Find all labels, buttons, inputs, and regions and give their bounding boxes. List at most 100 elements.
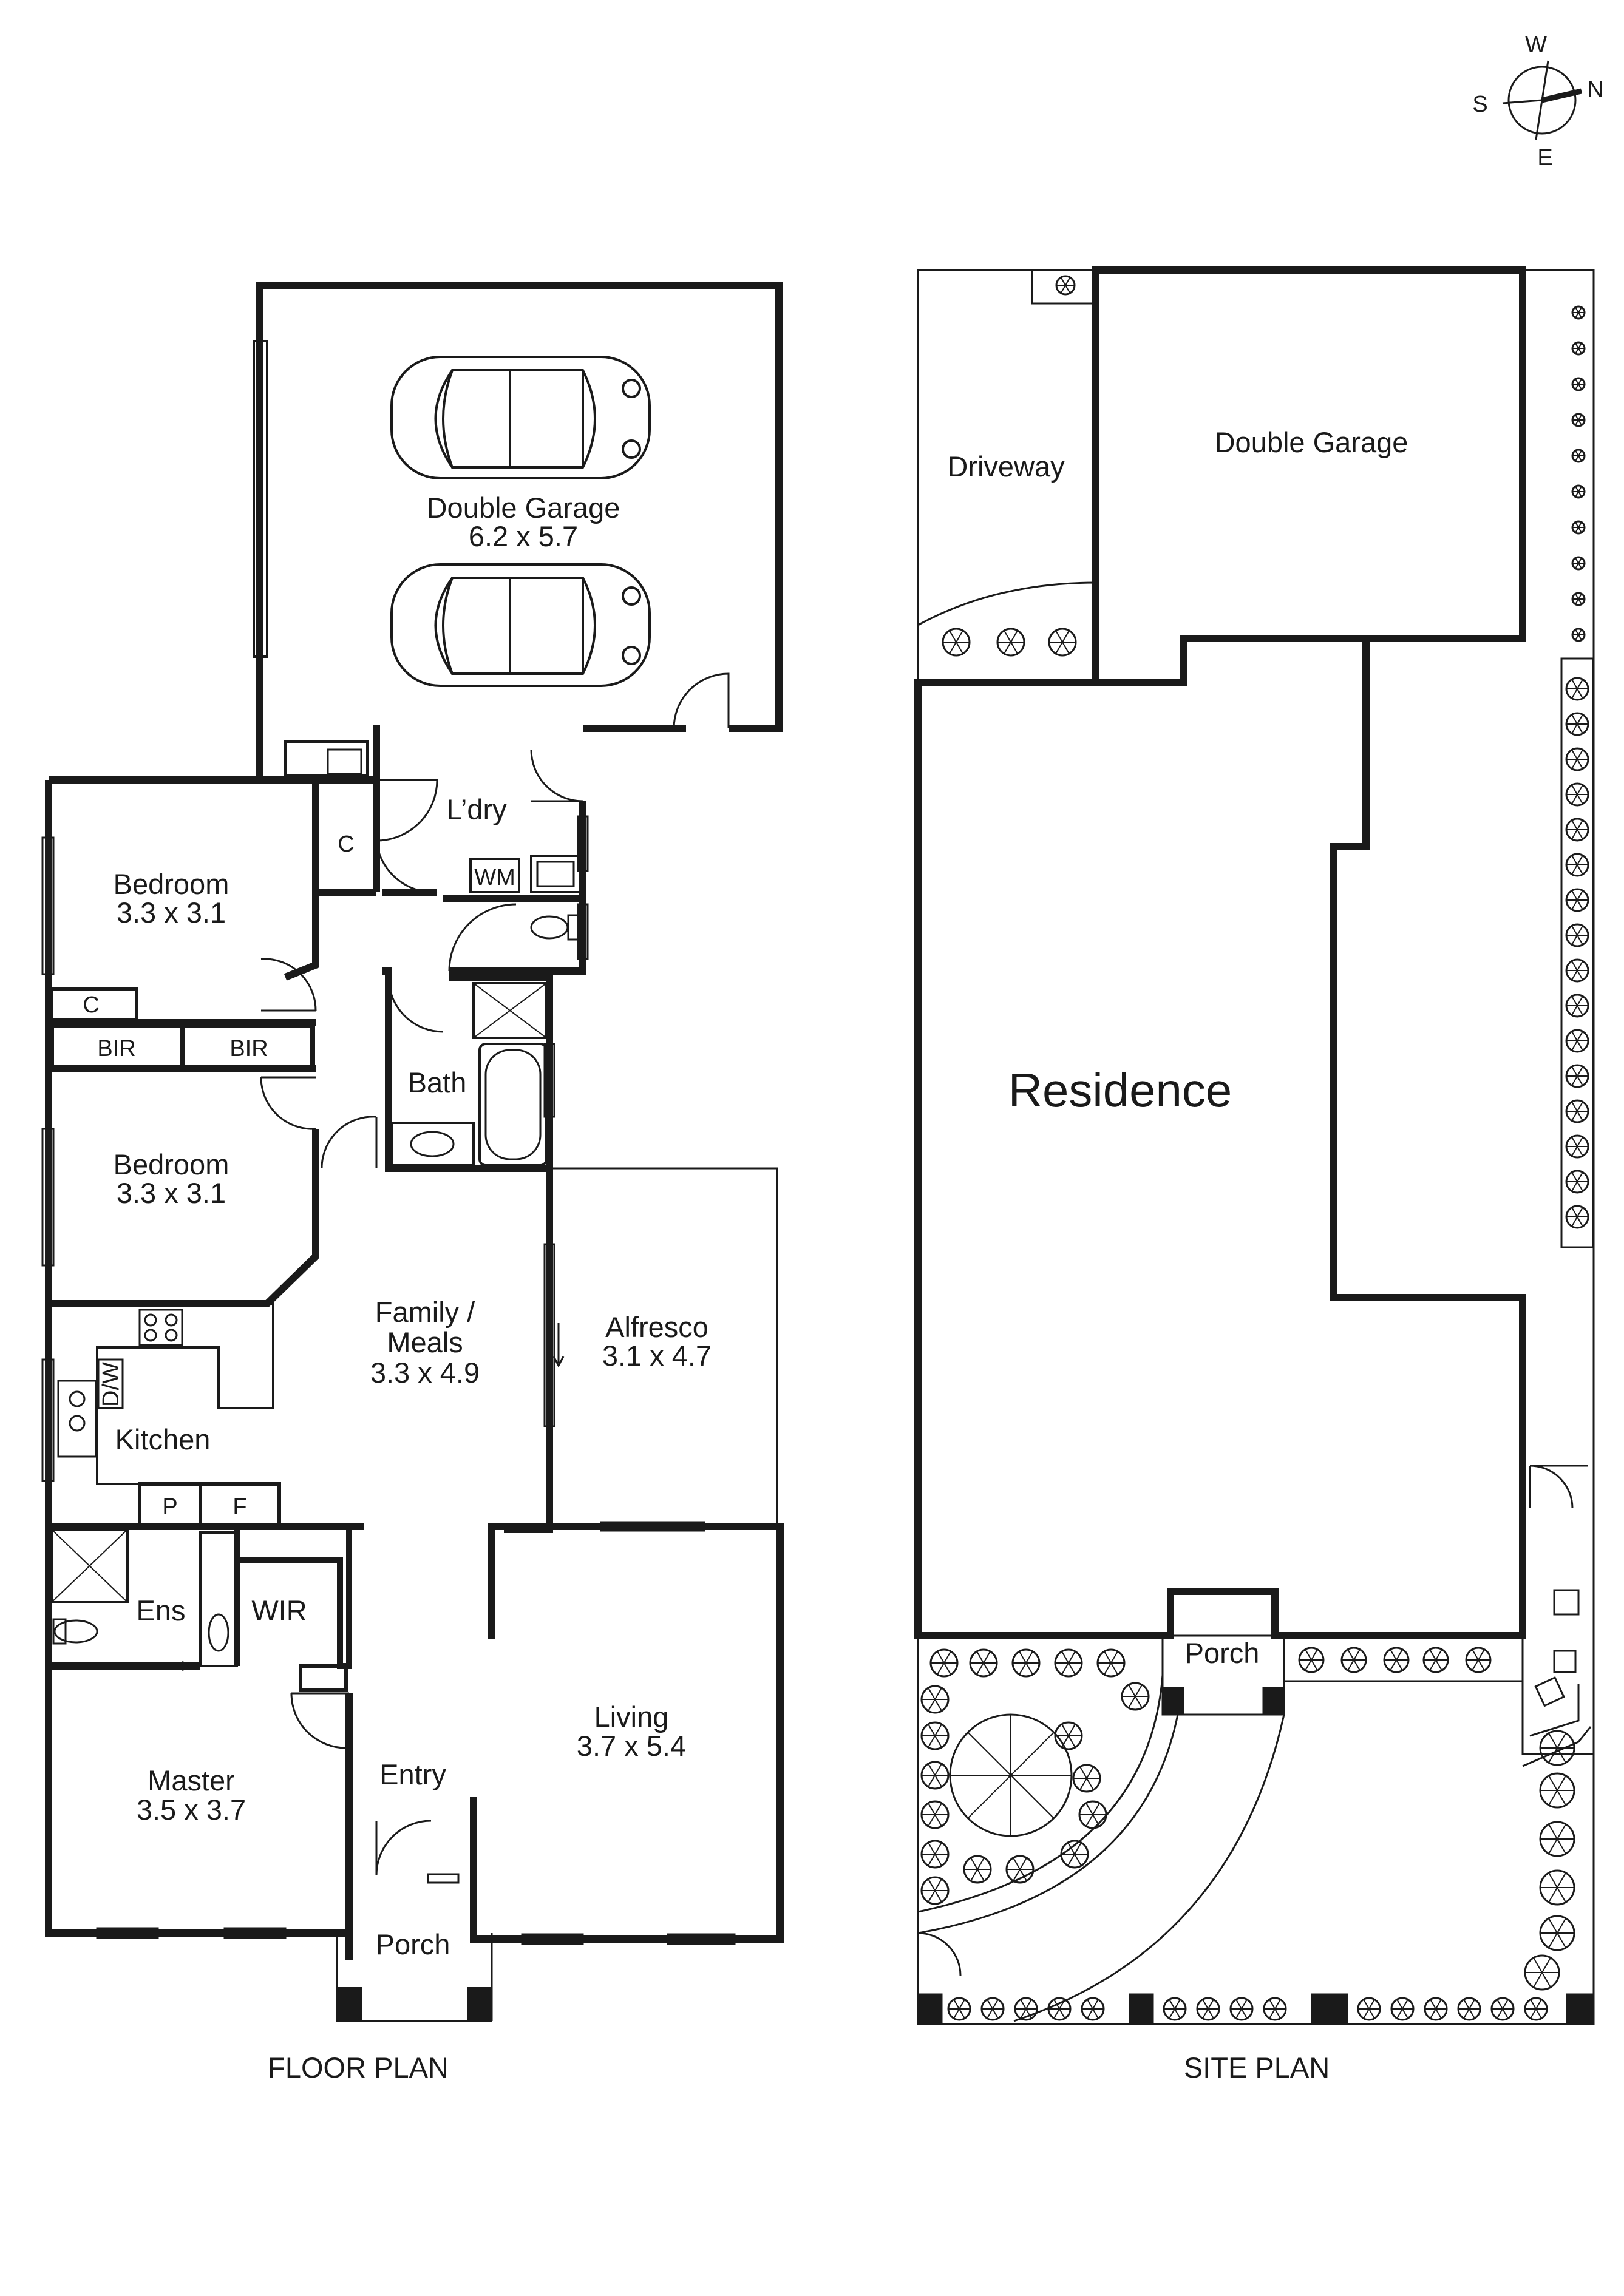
alfresco-dims: 3.1 x 4.7 (602, 1339, 712, 1372)
shrub-icon (920, 1840, 950, 1869)
car-icon (390, 563, 651, 687)
floor-plan-title: FLOOR PLAN (268, 2051, 449, 2084)
shrub-icon (1565, 994, 1589, 1018)
shrub-icon (1424, 1997, 1448, 2021)
shrub-icon (996, 628, 1025, 657)
bedroom1-dims: 3.3 x 3.1 (117, 896, 226, 929)
site-garage-label: Double Garage (1215, 426, 1408, 458)
porch-label: Porch (376, 1928, 450, 1960)
site-plan-labels: Driveway Double Garage Residence Porch S… (947, 426, 1408, 2084)
closet-label-1: C (338, 831, 354, 857)
family-dims: 3.3 x 4.9 (370, 1356, 480, 1389)
shrub-icon (1524, 1997, 1548, 2021)
shrub-icon (1081, 1997, 1105, 2021)
shrub-icon (1539, 1821, 1575, 1857)
shrub-icon (1565, 1029, 1589, 1053)
kitchen-bench (49, 1302, 279, 1485)
master-dims: 3.5 x 3.7 (137, 1793, 246, 1826)
shrub-icon (1298, 1647, 1325, 1673)
shrub-icon (1383, 1647, 1410, 1673)
shrub-icon (1047, 1997, 1072, 2021)
shrub-icon (1571, 628, 1586, 642)
shrub-icon (1048, 628, 1077, 657)
car-icon (390, 356, 651, 479)
wm-label: WM (474, 865, 515, 890)
wir-label: WIR (251, 1594, 307, 1627)
shrub-icon (1014, 1997, 1038, 2021)
bathtub (478, 1043, 548, 1167)
garage-dims: 6.2 x 5.7 (469, 520, 578, 552)
site-plan (914, 266, 1595, 2025)
living-name: Living (594, 1701, 669, 1733)
shrub-icon (1539, 1915, 1575, 1951)
bir-label-1: BIR (97, 1036, 135, 1062)
shrub-icon (1011, 1648, 1041, 1678)
shrub-icon (1565, 1064, 1589, 1088)
shrub-icon (1229, 1997, 1254, 2021)
shrub-icon (1565, 958, 1589, 983)
shrub-icon (1539, 1730, 1575, 1766)
shrub-icon (1054, 1721, 1083, 1750)
shrub-icon (1565, 1134, 1589, 1159)
bath-vanity (390, 1122, 475, 1167)
shrub-icon (1539, 1772, 1575, 1809)
shrub-icon (920, 1685, 950, 1714)
cooktop (138, 1309, 183, 1346)
bedroom1-name: Bedroom (114, 868, 229, 900)
garage-walls (256, 282, 783, 780)
site-porch-label: Porch (1185, 1637, 1260, 1669)
closet-label-2: C (83, 992, 99, 1018)
shrub-icons (920, 275, 1589, 2021)
shrub-icon (1571, 556, 1586, 571)
shrub-icon (1565, 818, 1589, 842)
shrub-icon (1571, 520, 1586, 535)
shrub-icon (920, 1876, 950, 1905)
shrub-icon (1490, 1997, 1515, 2021)
shrub-icon (1196, 1997, 1220, 2021)
driveway-label: Driveway (947, 450, 1065, 483)
shrub-icon (1571, 592, 1586, 606)
shrub-icon (1539, 1869, 1575, 1906)
compass-e: E (1537, 145, 1552, 171)
compass-s: S (1472, 92, 1487, 117)
shrub-icon (1163, 1997, 1187, 2021)
floor-plan-labels: Double Garage 6.2 x 5.7 L’dry WM C C BIR… (83, 492, 712, 2084)
shrub-icon (1054, 1648, 1083, 1678)
shrub-icon (1571, 449, 1586, 463)
shrub-icon (929, 1648, 959, 1678)
shrub-icon (920, 1800, 950, 1829)
shrub-icon (1005, 1855, 1035, 1884)
bedroom2-dims: 3.3 x 3.1 (117, 1177, 226, 1209)
garage-roller-door (253, 340, 268, 658)
shrub-icon (1072, 1764, 1101, 1793)
bath-walls (382, 967, 553, 1172)
laundry-label: L’dry (446, 793, 507, 825)
toilet (530, 915, 569, 940)
shrub-icon (1571, 413, 1586, 427)
dishwasher-label: D/W (98, 1362, 124, 1407)
shrub-icon (1565, 712, 1589, 736)
shrub-icon (1055, 275, 1076, 296)
residence-label: Residence (1008, 1063, 1232, 1117)
washing-machine (469, 858, 520, 893)
shrub-icon (1422, 1647, 1449, 1673)
laundry-bench (284, 740, 369, 776)
shrub-icon (963, 1855, 992, 1884)
garage-name: Double Garage (427, 492, 620, 524)
shrub-icon (1565, 677, 1589, 701)
shrub-icon (1078, 1800, 1107, 1829)
family-line2: Meals (387, 1326, 463, 1358)
entry-label: Entry (379, 1758, 446, 1790)
laundry-door-swing (376, 779, 438, 842)
bath-label: Bath (408, 1066, 467, 1099)
shrub-icon (1571, 377, 1586, 391)
floor-plan (41, 282, 784, 2022)
shrub-icon (1565, 888, 1589, 912)
shrub-icon (1571, 305, 1586, 320)
shrub-icon (1121, 1682, 1150, 1711)
compass-w: W (1525, 32, 1547, 58)
shrub-icon (920, 1761, 950, 1790)
shrub-icon (1565, 782, 1589, 807)
shrub-icon (1571, 341, 1586, 356)
